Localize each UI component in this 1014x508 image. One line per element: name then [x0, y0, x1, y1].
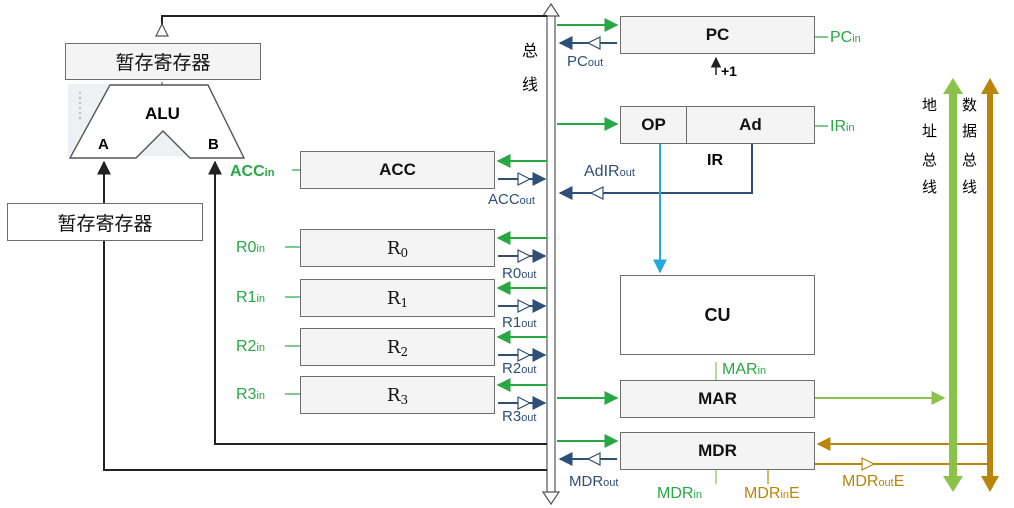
- mdr-register: MDR: [620, 432, 815, 470]
- address-bus-char-4: 线: [922, 179, 938, 196]
- alu-shape: [68, 84, 246, 159]
- data-bus-char-4: 线: [962, 179, 978, 196]
- temp-register-bottom: 暂存寄存器: [7, 203, 203, 241]
- data-bus-char-3: 总: [962, 152, 978, 169]
- pc-in-label: PCin: [830, 29, 861, 46]
- ir-ad-field: Ad: [686, 106, 815, 144]
- r0-in-label: R0in: [236, 239, 266, 256]
- mdr-in-e-label: MDRinE: [744, 485, 800, 502]
- ir-label: IR: [707, 152, 723, 169]
- data-bus-char-2: 据: [962, 123, 978, 140]
- alu-input-a-label: A: [98, 136, 109, 153]
- data-bus-arrow: [981, 78, 999, 492]
- r0-out-label: R0out: [502, 265, 537, 282]
- mdr-in-label: MDRin: [657, 485, 702, 502]
- address-bus-char-1: 地: [922, 97, 938, 114]
- address-bus-arrow: [943, 78, 963, 492]
- pc-increment-label: +1: [721, 63, 737, 79]
- bus-label-1: 总: [522, 43, 539, 60]
- alu-input-b-label: B: [208, 136, 219, 153]
- address-bus-char-2: 址: [922, 123, 938, 140]
- alu-label: ALU: [145, 104, 180, 123]
- internal-bus: [541, 2, 561, 506]
- acc-register: ACC: [300, 151, 495, 189]
- pc-out-label: PCout: [567, 53, 604, 70]
- address-bus-char-3: 总: [922, 152, 938, 169]
- mdr-out-e-label: MDRoutE: [842, 473, 905, 490]
- mar-in-label: MARin: [722, 361, 767, 378]
- mar-register: MAR: [620, 380, 815, 418]
- bus-label-2: 线: [522, 77, 539, 94]
- acc-out-label: ACCout: [488, 191, 535, 208]
- r3-out-label: R3out: [502, 408, 537, 425]
- temp-register-top-label: 暂存寄存器: [115, 52, 211, 74]
- mdr-out-label: MDRout: [569, 473, 619, 490]
- r1-in-label: R1in: [236, 289, 266, 306]
- temp-in-arrowhead: [155, 22, 169, 37]
- temp-register-top: 暂存寄存器: [65, 43, 261, 80]
- pc-register: PC: [620, 16, 815, 54]
- r1-out-label: R1out: [502, 314, 537, 331]
- acc-in-label: ACCin: [230, 163, 275, 180]
- adir-out-label: AdIRout: [584, 163, 635, 180]
- ir-in-label: IRin: [830, 118, 855, 135]
- temp-register-bottom-label: 暂存寄存器: [57, 212, 153, 235]
- r2-out-label: R2out: [502, 360, 537, 377]
- pc-label: PC: [705, 25, 730, 44]
- data-bus-char-1: 数: [962, 97, 978, 114]
- control-unit: CU: [620, 275, 815, 355]
- ir-op-field: OP: [620, 106, 687, 144]
- r3-in-label: R3in: [236, 386, 266, 403]
- r2-in-label: R2in: [236, 338, 266, 355]
- acc-label: ACC: [379, 160, 416, 179]
